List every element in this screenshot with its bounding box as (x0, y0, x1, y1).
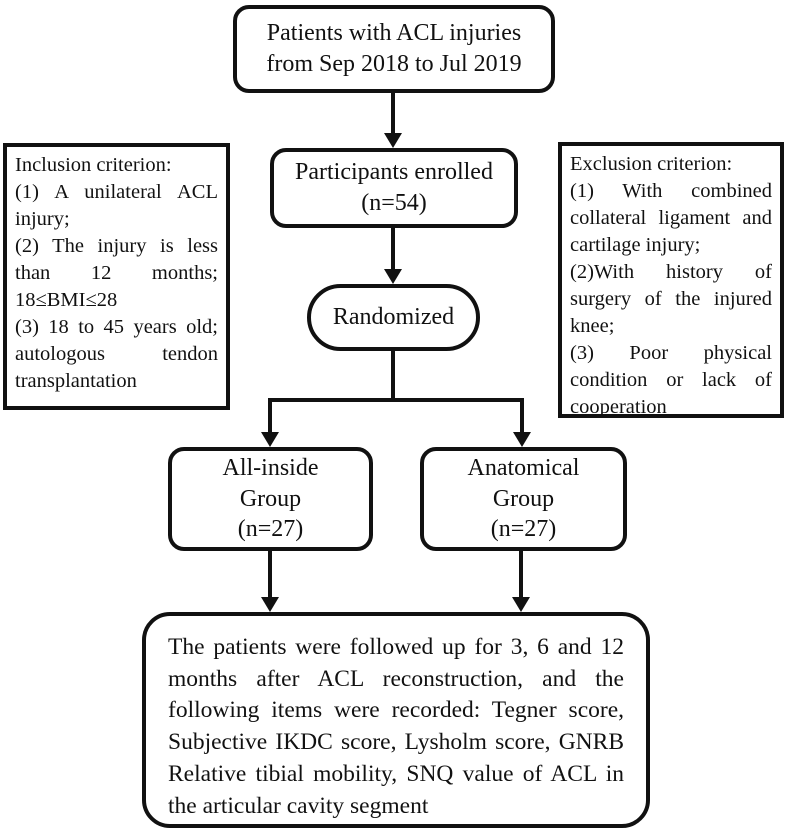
inclusion-item-2: (2) The injury is less than 12 months; 1… (15, 235, 218, 312)
exclusion-item-1: (1) With combined collateral ligament an… (570, 180, 772, 257)
anatomical-group-box: Anatomical Group (n=27) (420, 447, 627, 551)
arrow-down-icon (512, 597, 530, 612)
patients-box-line2: from Sep 2018 to Jul 2019 (266, 51, 522, 77)
randomized-label: Randomized (332, 304, 455, 331)
exclusion-criteria-box: Exclusion criterion: (1) With combined c… (558, 142, 784, 418)
connector-anatomical-to-followup (519, 550, 523, 600)
all-inside-line1: All-inside (222, 454, 319, 481)
patients-box: Patients with ACL injuries from Sep 2018… (233, 5, 555, 93)
all-inside-group-box: All-inside Group (n=27) (168, 447, 373, 551)
anatomical-line2: Group (492, 485, 555, 512)
inclusion-item-3: (3) 18 to 45 years old; autologous tendo… (15, 316, 218, 393)
arrow-down-icon (384, 133, 402, 148)
connector-split-horizontal (268, 398, 524, 402)
anatomical-count: (n=27) (490, 516, 557, 543)
exclusion-item-2: (2)With history of surgery of the injure… (570, 261, 772, 338)
arrow-down-icon (384, 269, 402, 284)
connector-enrolled-to-randomized (391, 228, 395, 272)
enrolled-box: Participants enrolled (n=54) (270, 148, 518, 228)
inclusion-item-1: (1) A unilateral ACL injury; (15, 181, 218, 231)
arrow-down-icon (513, 432, 531, 447)
exclusion-item-3: (3) Poor physical condition or lack of c… (570, 342, 772, 419)
enrolled-box-line1: Participants enrolled (295, 159, 493, 186)
inclusion-criteria-box: Inclusion criterion: (1) A unilateral AC… (3, 143, 230, 410)
randomized-box: Randomized (307, 284, 480, 351)
connector-split-to-anatomical (520, 398, 524, 434)
anatomical-line1: Anatomical (467, 454, 580, 481)
arrow-down-icon (261, 597, 279, 612)
connector-all-inside-to-followup (268, 550, 272, 600)
patients-box-line1: Patients with ACL injuries (266, 20, 522, 47)
followup-text: The patients were followed up for 3, 6 a… (168, 634, 624, 819)
followup-box: The patients were followed up for 3, 6 a… (142, 612, 650, 828)
all-inside-count: (n=27) (237, 516, 304, 543)
connector-split-to-all-inside (268, 398, 272, 434)
arrow-down-icon (261, 432, 279, 447)
enrolled-box-count: (n=54) (361, 190, 427, 216)
inclusion-title: Inclusion criterion: (15, 154, 172, 176)
exclusion-title: Exclusion criterion: (570, 153, 733, 175)
connector-top-to-enrolled (391, 92, 395, 136)
connector-randomized-to-split (391, 350, 395, 402)
all-inside-line2: Group (239, 485, 302, 512)
